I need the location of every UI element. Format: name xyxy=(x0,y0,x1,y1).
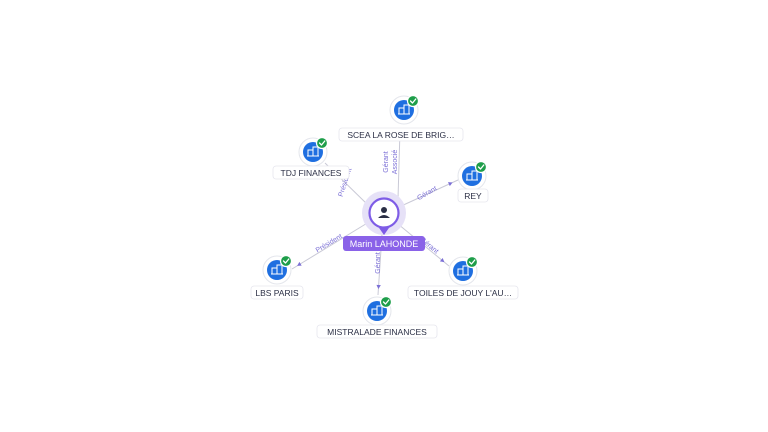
person-name-tag xyxy=(343,236,425,251)
relation-label: Associé xyxy=(392,150,399,175)
edge-arrow xyxy=(447,182,453,187)
company-name: REY xyxy=(464,191,482,201)
verified-check-icon xyxy=(279,254,293,268)
relation-label: Gérant xyxy=(416,185,438,202)
relation-edge-rey[interactable]: Gérant xyxy=(398,179,459,208)
company-name: MISTRALADE FINANCES xyxy=(327,327,427,337)
person-icon xyxy=(378,207,390,218)
edge-arrow xyxy=(376,284,381,290)
node-label-background xyxy=(316,324,438,339)
edge-line xyxy=(398,179,459,208)
verified-check-icon xyxy=(465,255,479,269)
verified-check-icon xyxy=(406,94,420,108)
company-name: TDJ FINANCES xyxy=(281,168,342,178)
relation-label: Président xyxy=(315,233,344,254)
node-label-background xyxy=(457,188,489,203)
person-name: Marin LAHONDE xyxy=(350,239,419,249)
edge-arrow xyxy=(297,261,302,266)
company-node-lbs[interactable]: LBS PARIS xyxy=(250,254,304,300)
edge-line xyxy=(397,129,401,200)
edge-line xyxy=(291,221,370,270)
building-icon xyxy=(371,305,383,316)
company-node-mistral[interactable]: MISTRALADE FINANCES xyxy=(316,295,438,339)
person-node[interactable]: Marin LAHONDE xyxy=(343,191,425,251)
building-icon xyxy=(457,265,469,276)
company-node-rey[interactable]: REY xyxy=(457,160,489,203)
company-node-scea[interactable]: SCEA LA ROSE DE BRIG… xyxy=(338,94,464,142)
company-node-toiles[interactable]: TOILES DE JOUY L'AU… xyxy=(407,255,519,300)
company-name: SCEA LA ROSE DE BRIG… xyxy=(347,130,454,140)
building-icon xyxy=(398,104,410,115)
building-icon xyxy=(466,170,478,181)
node-label-background xyxy=(338,127,464,142)
node-label-background xyxy=(407,285,519,300)
verified-check-icon xyxy=(315,136,329,150)
relation-label: Gérant xyxy=(383,151,390,172)
verified-check-icon xyxy=(379,295,393,309)
company-name: LBS PARIS xyxy=(255,288,299,298)
relation-label: Gérant xyxy=(375,252,382,273)
building-icon xyxy=(271,264,283,275)
node-label-background xyxy=(272,165,350,180)
company-node-tdj[interactable]: TDJ FINANCES xyxy=(272,136,350,180)
building-icon xyxy=(307,146,319,157)
node-label-background xyxy=(250,285,304,300)
edge-arrow xyxy=(439,257,445,263)
company-name: TOILES DE JOUY L'AU… xyxy=(414,288,512,298)
verified-check-icon xyxy=(474,160,488,174)
